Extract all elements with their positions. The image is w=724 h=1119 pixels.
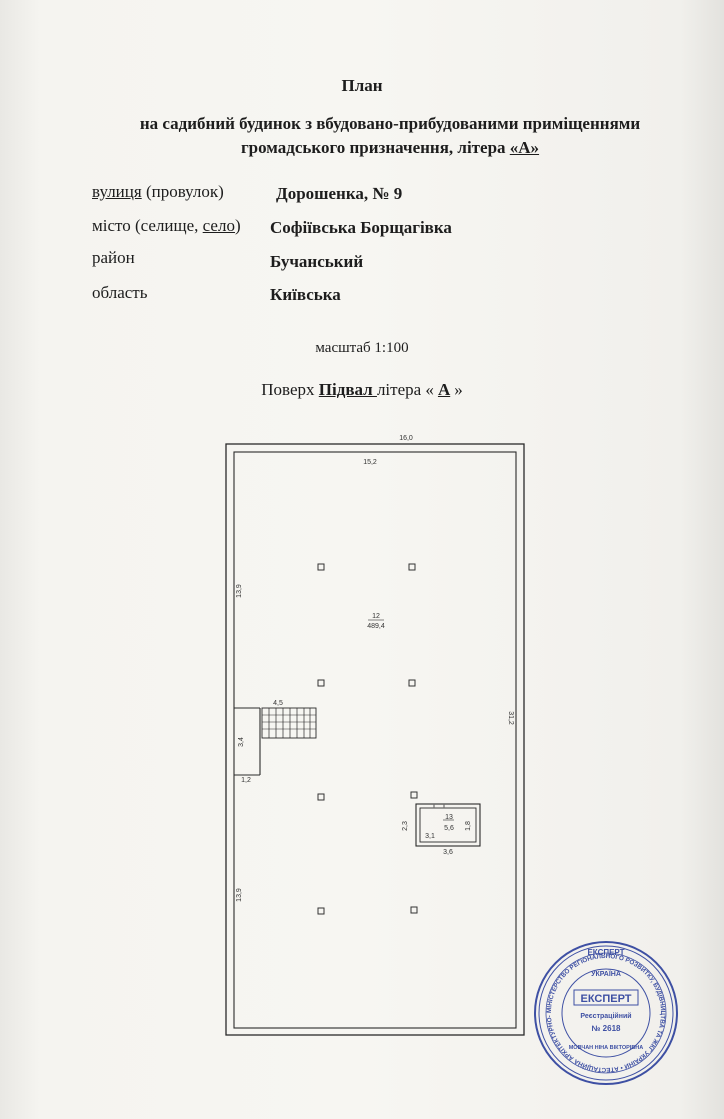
room-12-number: 12 [372,613,380,620]
stamp-center: ЕКСПЕРТ [580,993,631,1005]
subtitle-line-1: на садибний будинок з вбудовано-прибудов… [139,114,641,133]
subtitle-letter: «А» [509,138,540,157]
stamp-reg-label: Реєстраційний [580,1012,631,1020]
dim-stair-gap: 1,2 [241,777,251,784]
column [408,679,416,687]
subtitle-line-2: громадського призначення, літера [240,138,510,157]
floor-suffix: » [454,380,463,399]
floor-prefix: Поверх [261,380,319,399]
scale-label: масштаб 1:100 [315,340,409,356]
staircase [234,707,317,776]
inner-wall [233,451,517,1029]
floor-line: Поверх Підвал літера «А» [0,380,724,400]
stamp-ring-text: МІНІСТЕРСТВО РЕГІОНАЛЬНОГО РОЗВИТКУ, БУД… [0,0,666,1073]
stamp-name: МОВЧАН НІНА ВІКТОРІВНА [569,1045,644,1051]
document-title: План [341,76,383,95]
dim-room-13-left: 2,3 [402,821,409,831]
outer-wall [225,443,525,1036]
dim-room-13-right: 1,8 [465,821,472,831]
street-label: вулиця (провулок) [92,182,224,201]
column [317,563,325,571]
dim-room-13-inner: 3,1 [425,833,435,840]
stamp-top-word: ЕКСПЕРТ [587,948,624,957]
document-subtitle: на садибний будинок з вбудовано-прибудов… [100,112,680,160]
dim-left-upper: 13,9 [236,584,243,598]
dim-room-13-bottom: 3,6 [443,849,453,856]
floor-value: Підвал [318,380,377,399]
svg-text:МІНІСТЕРСТВО РЕГІОНАЛЬНОГО РОЗ: МІНІСТЕРСТВО РЕГІОНАЛЬНОГО РОЗВИТКУ, БУД… [0,0,666,1073]
city-label: місто (селище, село) [92,216,241,235]
column [410,791,418,799]
street-value: Дорошенка, № 9 [276,184,403,203]
room-13-area: 5,6 [444,825,454,832]
dim-outer-width: 16,0 [399,435,413,442]
stamp-reg-number: № 2618 [592,1024,621,1033]
dim-right-length: 31,2 [507,711,514,725]
city-value: Софіївська Борщагівка [270,218,452,237]
floor-middle: літера « [376,380,434,399]
dim-left-lower: 13,9 [236,888,243,902]
room-13-number: 13 [445,814,453,821]
column [317,679,325,687]
column [408,563,416,571]
district-label: район [92,248,135,267]
columns [317,563,418,915]
column [410,906,418,914]
floor-letter: А [437,380,451,399]
column [317,793,325,801]
district-value: Бучанський [270,252,364,271]
column [317,907,325,915]
room-13 [415,803,481,847]
room-12-area: 489,4 [367,623,385,630]
region-label: область [92,283,148,302]
dim-stair-height: 3,4 [238,737,245,747]
region-value: Київська [270,285,341,304]
expert-stamp: МІНІСТЕРСТВО РЕГІОНАЛЬНОГО РОЗВИТКУ, БУД… [0,0,678,1085]
stamp-country: УКРАЇНА [591,970,621,978]
dim-stair-width: 4,5 [273,700,283,707]
dim-inner-width: 15,2 [363,459,377,466]
